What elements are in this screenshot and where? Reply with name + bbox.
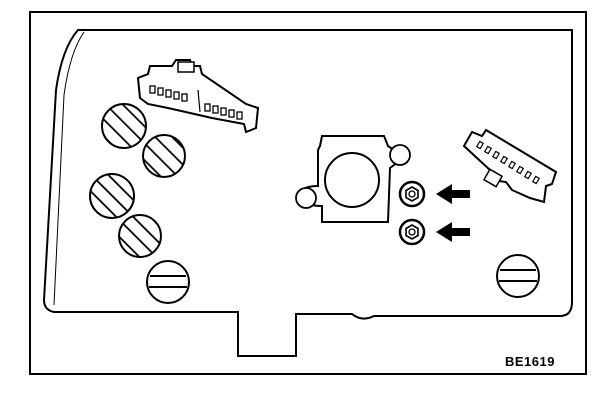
figure-code: BE1619 [505, 354, 555, 369]
bolt-hatched-2 [142, 134, 186, 178]
connector-upper-left [136, 59, 260, 134]
panel-outline [42, 29, 573, 357]
hex-nut-lower [398, 218, 426, 246]
diagram-frame [29, 11, 587, 375]
screw-slotted-left [146, 260, 190, 304]
hex-nut-upper [398, 180, 426, 208]
arrow-pointer-lower [436, 222, 470, 242]
bolt-hatched-1 [101, 103, 147, 149]
bolt-hatched-3 [89, 173, 135, 219]
bolt-hatched-4 [118, 214, 162, 258]
mounting-plate [295, 135, 411, 223]
connector-right [462, 128, 558, 204]
arrow-pointer-upper [436, 184, 470, 204]
panel-inner-edge [53, 31, 85, 306]
screw-slotted-right [496, 254, 540, 298]
